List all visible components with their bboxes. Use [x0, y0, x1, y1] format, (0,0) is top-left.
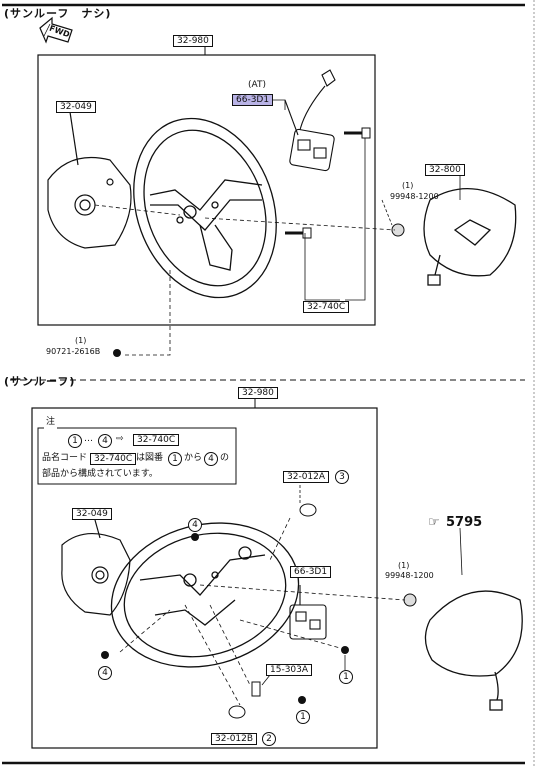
note-line2-mid: は図番	[136, 453, 164, 463]
num-3: 3	[335, 470, 349, 484]
note-num-4: 4	[98, 434, 112, 448]
nut-icon-bottom	[403, 593, 417, 607]
screw-icon-bottom-1a	[341, 646, 349, 654]
label-32-800[interactable]: 32-800	[425, 164, 465, 176]
left-pad-bottom	[61, 519, 131, 616]
label-99948-1200-top[interactable]: 99948-1200	[390, 192, 439, 201]
label-66-3d1-top[interactable]: 66-3D1	[232, 94, 274, 106]
nut-qty-bottom: (1)	[398, 561, 410, 570]
bolt-icon-top	[344, 127, 371, 139]
clip-icon	[251, 681, 261, 697]
left-pad-top	[47, 111, 132, 249]
cruise-switch-top	[284, 69, 336, 172]
label-15-303a[interactable]: 15-303A	[266, 664, 313, 676]
screw-icon-bottom-4b	[101, 651, 109, 659]
note-line2-part[interactable]: 32-740C	[90, 453, 137, 465]
bottom-leaders	[119, 480, 463, 706]
screw-icon-top	[285, 227, 312, 239]
ref-arrow-icon: ☞	[428, 515, 440, 530]
bolt-qty: (1)	[75, 336, 87, 345]
cap-b-icon	[228, 705, 246, 719]
label-32-012b[interactable]: 32-012B	[211, 733, 258, 745]
steering-wheel-bottom	[110, 522, 300, 668]
nut-icon-top	[391, 223, 405, 237]
section-title-no-sunroof: (サンルーフ ナシ)	[4, 7, 112, 20]
num-1-right: 1	[339, 670, 353, 684]
bolt-icon-small	[113, 349, 121, 357]
note-line2-num-1: 1	[168, 452, 182, 466]
num-2: 2	[262, 732, 276, 746]
note-line2-no: の	[220, 453, 230, 463]
label-32-980-bottom[interactable]: 32-980	[238, 387, 278, 399]
cap-a-icon	[299, 503, 317, 517]
label-90721-2616b[interactable]: 90721-2616B	[46, 347, 101, 356]
label-66-3d1-bottom[interactable]: 66-3D1	[290, 566, 332, 578]
label-32-012a[interactable]: 32-012A	[283, 471, 330, 483]
label-at: (AT)	[248, 80, 266, 90]
label-32-049-top[interactable]: 32-049	[56, 101, 96, 113]
bottom-frame	[31, 407, 378, 749]
label-32-049-bottom[interactable]: 32-049	[72, 508, 112, 520]
note-line2-num-4: 4	[204, 452, 218, 466]
note-dots: …	[84, 434, 93, 444]
steering-wheel-top	[133, 117, 277, 299]
num-1-lower: 1	[296, 710, 310, 724]
note-arrow: ⇨	[116, 434, 124, 444]
fwd-arrow-icon	[39, 16, 73, 44]
label-32-740c-top[interactable]: 32-740C	[303, 301, 350, 313]
num-4-lower: 4	[98, 666, 112, 680]
airbag-bottom	[424, 590, 523, 711]
note-line3: 部品から構成されています。	[42, 469, 158, 479]
nut-qty-top: (1)	[402, 181, 414, 190]
note-line2-prefix: 品名コード	[42, 453, 88, 463]
note-num-1: 1	[68, 434, 82, 448]
note-part-32-740c[interactable]: 32-740C	[133, 434, 180, 446]
airbag-top	[423, 188, 517, 286]
label-99948-1200-bottom[interactable]: 99948-1200	[385, 571, 434, 580]
ref-5795[interactable]: 5795	[446, 515, 483, 530]
section-title-sunroof: (サンルーフ)	[4, 375, 76, 388]
note-line2-kara: から	[184, 453, 203, 463]
num-4-upper: 4	[188, 518, 202, 532]
note-title: 注	[44, 416, 58, 429]
label-32-980-top[interactable]: 32-980	[173, 35, 213, 47]
top-leaders	[94, 99, 461, 356]
top-frame	[37, 54, 376, 326]
screw-icon-bottom-4a	[191, 533, 199, 541]
